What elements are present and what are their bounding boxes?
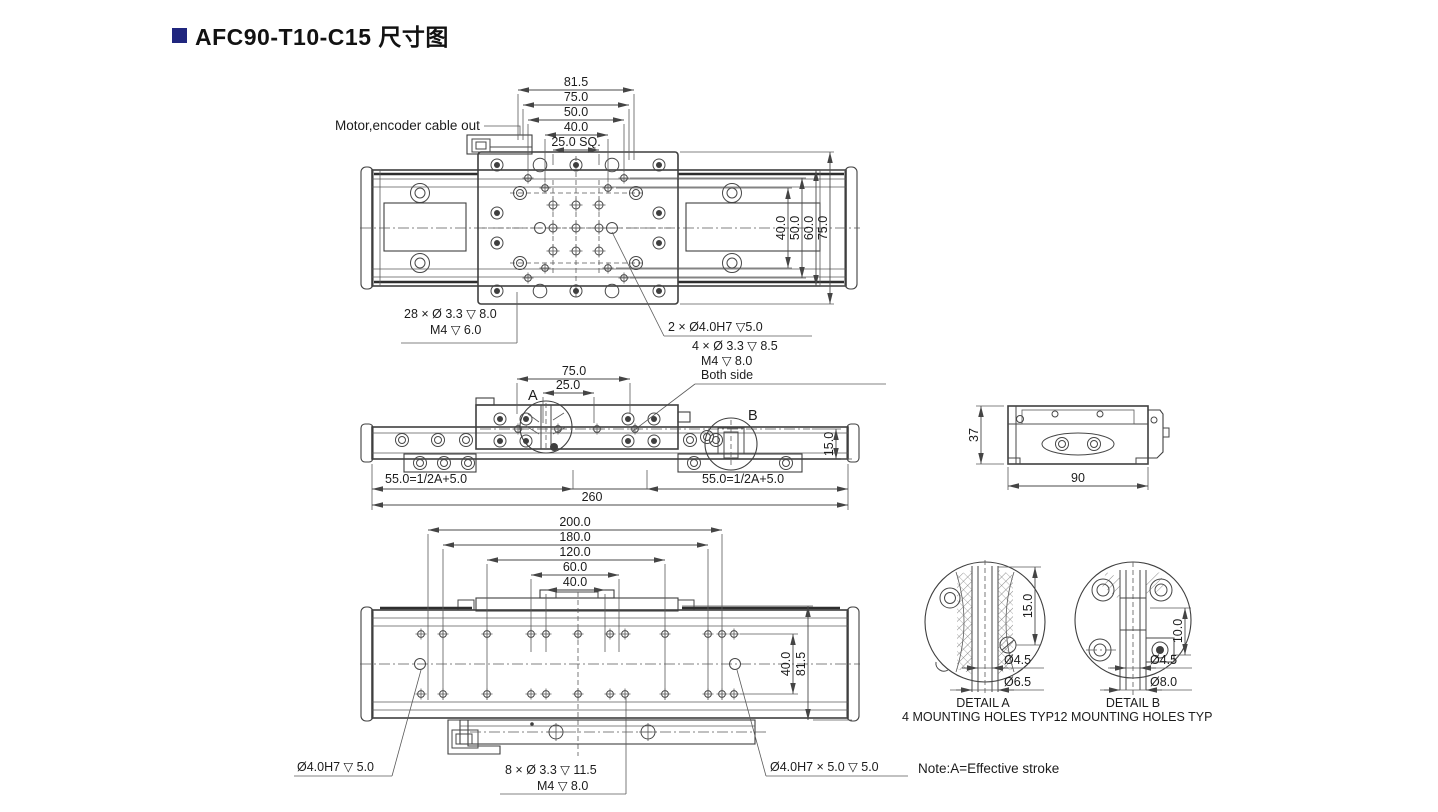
cable-bracket: [466, 134, 533, 155]
dim-75-0: 75.0: [564, 90, 588, 104]
bottom-dim-40v: 40.0: [779, 652, 793, 676]
title-text: AFC90-T10-C15 尺寸图: [195, 24, 449, 50]
dim-200: 200.0: [559, 515, 590, 529]
cable-tray: [447, 719, 768, 755]
detail-b-subcaption: 12 MOUNTING HOLES TYP: [1054, 710, 1213, 724]
dim-v-60: 60.0: [802, 216, 816, 240]
dim-v-50: 50.0: [788, 216, 802, 240]
bottom-dim-815: 81.5: [794, 652, 808, 676]
label-4-holes-line2: M4 ▽ 8.0: [701, 354, 752, 368]
drawing-title: AFC90-T10-C15 尺寸图: [172, 18, 449, 52]
detail-a-dia-65: Ø6.5: [1004, 675, 1031, 689]
label-8-holes-line1: 8 × Ø 3.3 ▽ 11.5: [505, 763, 597, 777]
detail-a-caption: DETAIL A: [956, 696, 1010, 710]
bottom-callouts: Ø4.0H7 ▽ 5.0 8 × Ø 3.3 ▽ 11.5 M4 ▽ 8.0 Ø…: [294, 669, 1059, 795]
detail-a-screws: [935, 587, 1017, 672]
dim-120: 120.0: [559, 545, 590, 559]
top-view-callouts: Motor,encoder cable out 28 × Ø 3.3 ▽ 8.0…: [335, 118, 886, 432]
end-dim-90: 90: [1071, 471, 1085, 485]
dim-v-75: 75.0: [816, 216, 830, 240]
dim-50-0: 50.0: [564, 105, 588, 119]
label-4-holes-line1: 4 × Ø 3.3 ▽ 8.5: [692, 339, 778, 353]
dim-60: 60.0: [563, 560, 587, 574]
detail-a-letter: A: [528, 388, 538, 404]
dim-180: 180.0: [559, 530, 590, 544]
dim-40-0: 40.0: [564, 120, 588, 134]
label-2-pin-holes: 2 × Ø4.0H7 ▽5.0: [668, 320, 763, 334]
top-view: 81.5 75.0 50.0 40.0 25.0 SQ. 40.0 50.0 6…: [335, 75, 886, 432]
detail-a-dim-15: 15.0: [1021, 594, 1035, 618]
top-view-dims-vertical: 40.0 50.0 60.0 75.0: [616, 151, 846, 305]
motor-cable-label: Motor,encoder cable out: [335, 118, 480, 133]
label-pin-right: Ø4.0H7 × 5.0 ▽ 5.0: [770, 760, 879, 774]
dim-40: 40.0: [563, 575, 587, 589]
detail-b-letter: B: [748, 408, 758, 424]
bottom-ext-lines: [427, 534, 723, 700]
dim-81-5: 81.5: [564, 75, 588, 89]
dim-25-sq: 25.0 SQ.: [551, 135, 600, 149]
note-effective-stroke: Note:A=Effective stroke: [918, 761, 1059, 776]
detail-b-dia-45: Ø4.5: [1150, 653, 1177, 667]
detail-b-screws: [1086, 578, 1175, 663]
top-view-dims-horizontal: 81.5 75.0 50.0 40.0 25.0 SQ.: [517, 75, 635, 182]
detail-b-caption: DETAIL B: [1106, 696, 1160, 710]
front-view: A B 75.0 25.0 15.0: [360, 364, 860, 510]
detail-b: 10.0 Ø4.5 Ø8.0 DETAIL B 12 MOUNTING HOLE…: [1054, 561, 1213, 724]
front-dim-25: 25.0: [556, 378, 580, 392]
end-dim-37: 37: [967, 428, 981, 442]
front-dim-15: 15.0: [822, 432, 836, 456]
front-dim-75: 75.0: [562, 364, 586, 378]
detail-b-marker-circle: B: [700, 408, 758, 471]
label-8-holes-line2: M4 ▽ 8.0: [537, 779, 588, 793]
front-dim-right-55: 55.0=1/2A+5.0: [702, 472, 784, 486]
bottom-view-dims-vertical: 40.0 81.5: [682, 605, 852, 721]
front-dim-260: 260: [582, 490, 603, 504]
bottom-view: 200.0 180.0 120.0 60.0 40.0 40.0 81.5: [294, 515, 1059, 795]
label-4-holes-line3: Both side: [701, 368, 753, 382]
title-bullet-square: [172, 27, 187, 43]
front-view-dims: 75.0 25.0 15.0 55.0=1/2A+5.0 55.0=1/2A+5…: [371, 364, 852, 510]
end-view-dims: 37 90: [967, 405, 1149, 490]
detail-b-dim-10: 10.0: [1171, 619, 1185, 643]
detail-a-dims: 15.0 Ø4.5 Ø6.5: [950, 566, 1044, 693]
dim-v-40: 40.0: [774, 216, 788, 240]
label-28-holes-line2: M4 ▽ 6.0: [430, 323, 481, 337]
detail-a-marker-circle: A: [519, 388, 573, 454]
detail-b-dims: 10.0 Ø4.5 Ø8.0: [1100, 607, 1192, 693]
cable-hook: [1148, 409, 1170, 459]
front-dim-left-55: 55.0=1/2A+5.0: [385, 472, 467, 486]
label-28-holes-line1: 28 × Ø 3.3 ▽ 8.0: [404, 307, 497, 321]
detail-a-subcaption: 4 MOUNTING HOLES TYP: [902, 710, 1054, 724]
end-view: 37 90: [967, 405, 1170, 490]
detail-a-dia-45: Ø4.5: [1004, 653, 1031, 667]
label-pin-left: Ø4.0H7 ▽ 5.0: [297, 760, 374, 774]
detail-a: 15.0 Ø4.5 Ø6.5 DETAIL A 4 MOUNTING HOLES…: [902, 560, 1054, 724]
bottom-view-dims-horizontal: 200.0 180.0 120.0 60.0 40.0: [428, 515, 722, 593]
detail-b-dia-80: Ø8.0: [1150, 675, 1177, 689]
